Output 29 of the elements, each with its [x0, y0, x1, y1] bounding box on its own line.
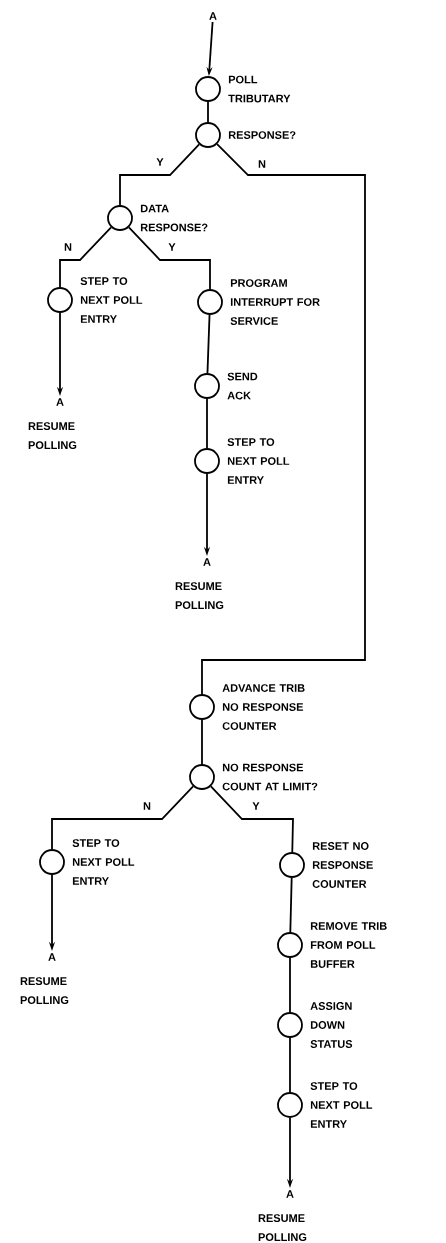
step-label: DATA RESPONSE? [140, 204, 208, 232]
step-label: PROGRAM INTERRUPT FOR SERVICE [230, 279, 320, 325]
connector-label: A [286, 1190, 294, 1198]
connector-label: A [203, 558, 211, 566]
edge-label: Y [155, 157, 165, 167]
note-text: RESUME POLLING [20, 977, 69, 1004]
step-label: STEP TO NEXT POLL ENTRY [72, 839, 135, 885]
step-label: STEP TO NEXT POLL ENTRY [80, 277, 143, 323]
edge-label: N [63, 242, 73, 252]
note-text: RESUME POLLING [258, 1214, 307, 1241]
edge-label: N [257, 159, 267, 169]
step-label: STEP TO NEXT POLL ENTRY [227, 438, 290, 484]
step-label: ASSIGN DOWN STATUS [310, 1002, 353, 1048]
connector-label: A [48, 953, 56, 961]
step-label: ADVANCE TRIB NO RESPONSE COUNTER [222, 684, 305, 730]
step-label: RESPONSE? [228, 131, 296, 139]
edge-label: Y [251, 801, 261, 811]
step-label: RESET NO RESPONSE COUNTER [312, 842, 373, 888]
step-label: STEP TO NEXT POLL ENTRY [310, 1082, 373, 1128]
step-label: SEND ACK [227, 372, 258, 400]
step-label: REMOVE TRIB FROM POLL BUFFER [310, 922, 387, 968]
step-label: NO RESPONSE COUNT AT LIMIT? [222, 763, 318, 791]
note-text: RESUME POLLING [28, 422, 77, 449]
edge-label: N [142, 801, 152, 811]
connector-label: A [209, 12, 217, 20]
edge-label: Y [167, 242, 177, 252]
connector-label: A [56, 398, 64, 406]
step-label: POLL TRIBUTARY [228, 75, 291, 103]
note-text: RESUME POLLING [175, 582, 224, 609]
